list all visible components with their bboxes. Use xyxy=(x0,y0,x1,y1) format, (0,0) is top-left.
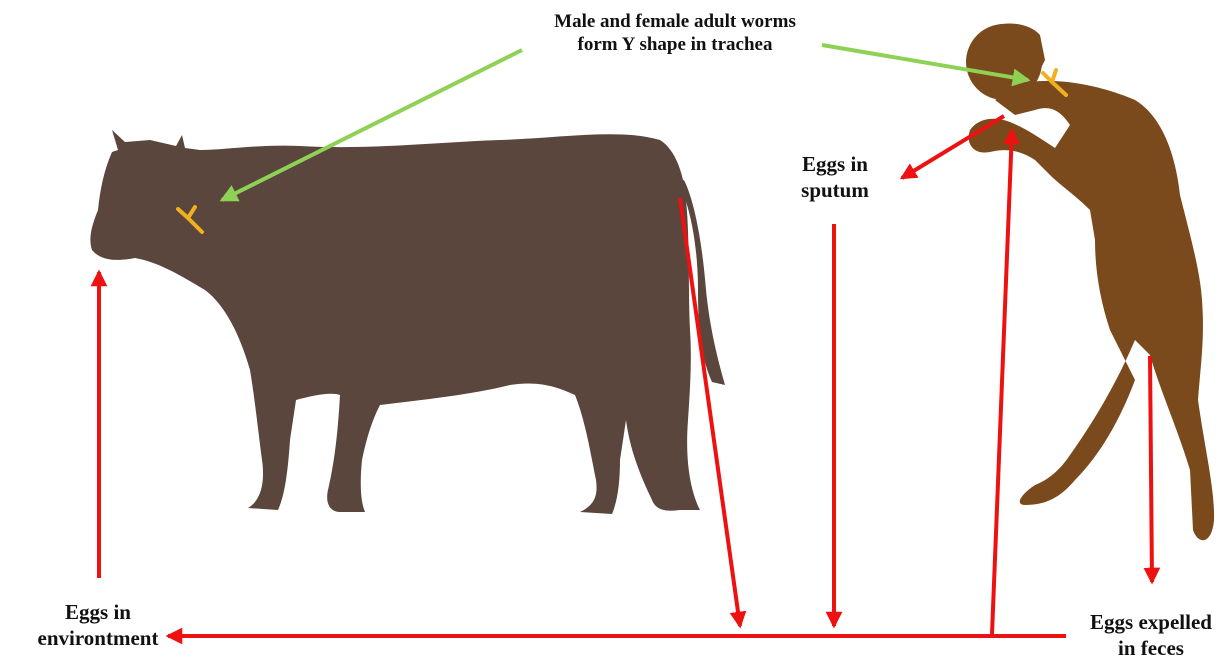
arrow-cow-to-ground xyxy=(680,198,740,626)
label-eggs-environment-line-2: environtment xyxy=(8,626,188,652)
label-adult-worms-line-2: form Y shape in trachea xyxy=(500,33,850,56)
label-eggs-environment: Eggs in environtment xyxy=(8,600,188,651)
label-eggs-feces-line-1: Eggs expelled xyxy=(1066,610,1231,636)
arrow-human-to-feces xyxy=(1150,356,1152,582)
label-adult-worms-line-1: Male and female adult worms xyxy=(500,10,850,33)
label-eggs-sputum-line-1: Eggs in xyxy=(770,152,900,178)
label-eggs-environment-line-1: Eggs in xyxy=(8,600,188,626)
label-eggs-sputum-line-2: sputum xyxy=(770,178,900,204)
label-eggs-feces-line-2: in feces xyxy=(1066,636,1231,662)
human-silhouette xyxy=(966,24,1214,541)
label-eggs-feces: Eggs expelled in feces xyxy=(1066,610,1231,661)
cow-silhouette xyxy=(90,130,725,514)
arrow-ground-to-human xyxy=(992,130,1012,634)
label-eggs-sputum: Eggs in sputum xyxy=(770,152,900,203)
label-adult-worms: Male and female adult worms form Y shape… xyxy=(500,10,850,56)
